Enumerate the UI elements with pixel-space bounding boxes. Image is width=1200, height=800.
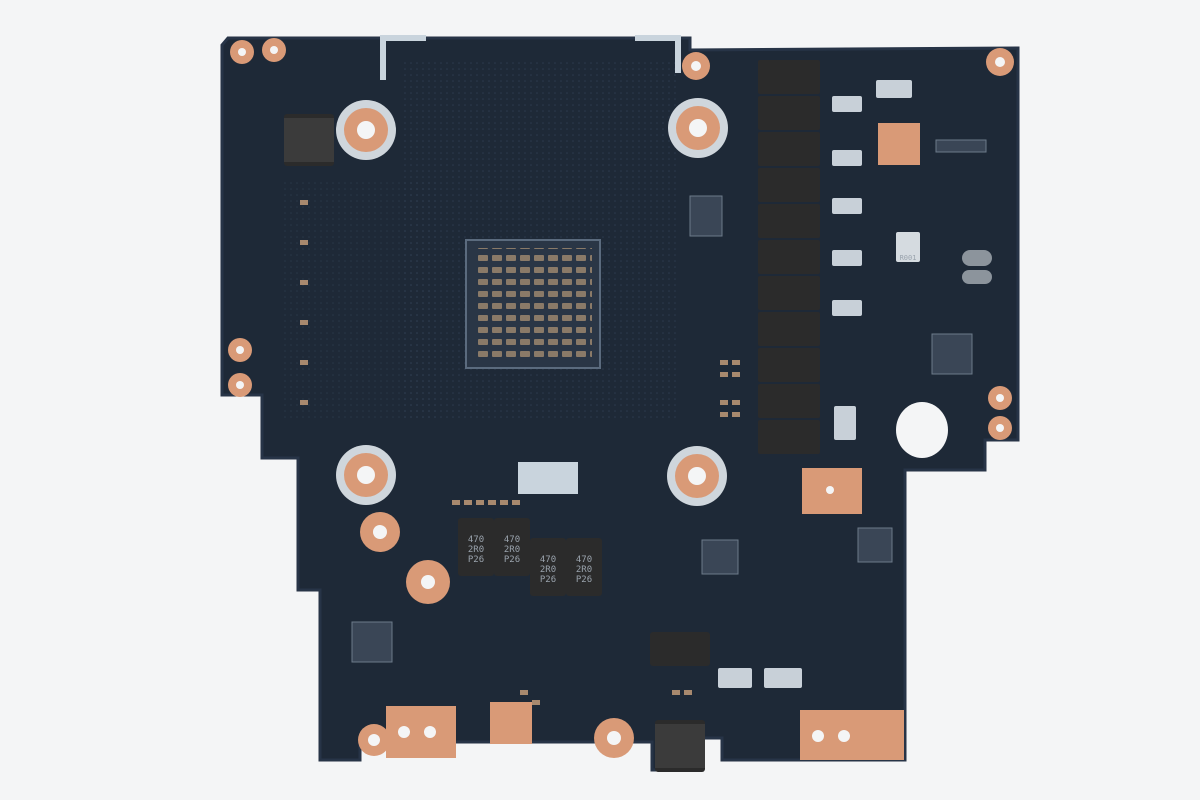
inductor-mark-2: 2R0 <box>540 565 556 575</box>
inductor-mark-1: 470 <box>576 555 592 565</box>
small-inductor: 470 2R0 P26 <box>530 538 566 596</box>
vrm-inductor-column <box>758 60 820 454</box>
copper-pad <box>228 38 1014 758</box>
board-cutout <box>896 402 948 458</box>
sense-resistor <box>896 232 920 262</box>
passive-components <box>300 200 740 705</box>
inductor-mark-2: 2R0 <box>576 565 592 575</box>
mounting-hole <box>336 100 396 160</box>
inductor-mark-1: 470 <box>468 535 484 545</box>
inductor-mark-2: 2R0 <box>468 545 484 555</box>
tape-patch <box>380 35 426 41</box>
small-inductor: 470 2R0 P26 <box>494 518 530 576</box>
choke-inductor <box>650 632 710 666</box>
inductor-mark-3: P26 <box>576 575 592 585</box>
tape-patch <box>518 462 578 494</box>
inductor-mark-2: 2R0 <box>504 545 520 555</box>
mounting-hole <box>336 445 396 505</box>
copper-pad <box>386 706 456 758</box>
copper-pad <box>878 123 920 165</box>
mounting-hole <box>668 98 728 158</box>
inductor-mark-3: P26 <box>540 575 556 585</box>
small-inductor: 470 2R0 P26 <box>566 538 602 596</box>
inductor-mark-3: P26 <box>504 555 520 565</box>
inductor-mark-1: 470 <box>504 535 520 545</box>
ic-chip <box>351 139 987 663</box>
inductor-mark-1: 470 <box>540 555 556 565</box>
mounting-hole <box>667 446 727 506</box>
small-inductor: 470 2R0 P26 <box>458 518 494 576</box>
inductor-mark-3: P26 <box>468 555 484 565</box>
resistor-marking: R001 <box>900 254 917 262</box>
copper-pad <box>490 702 532 744</box>
crystal <box>962 250 992 266</box>
smd-components <box>718 80 912 688</box>
